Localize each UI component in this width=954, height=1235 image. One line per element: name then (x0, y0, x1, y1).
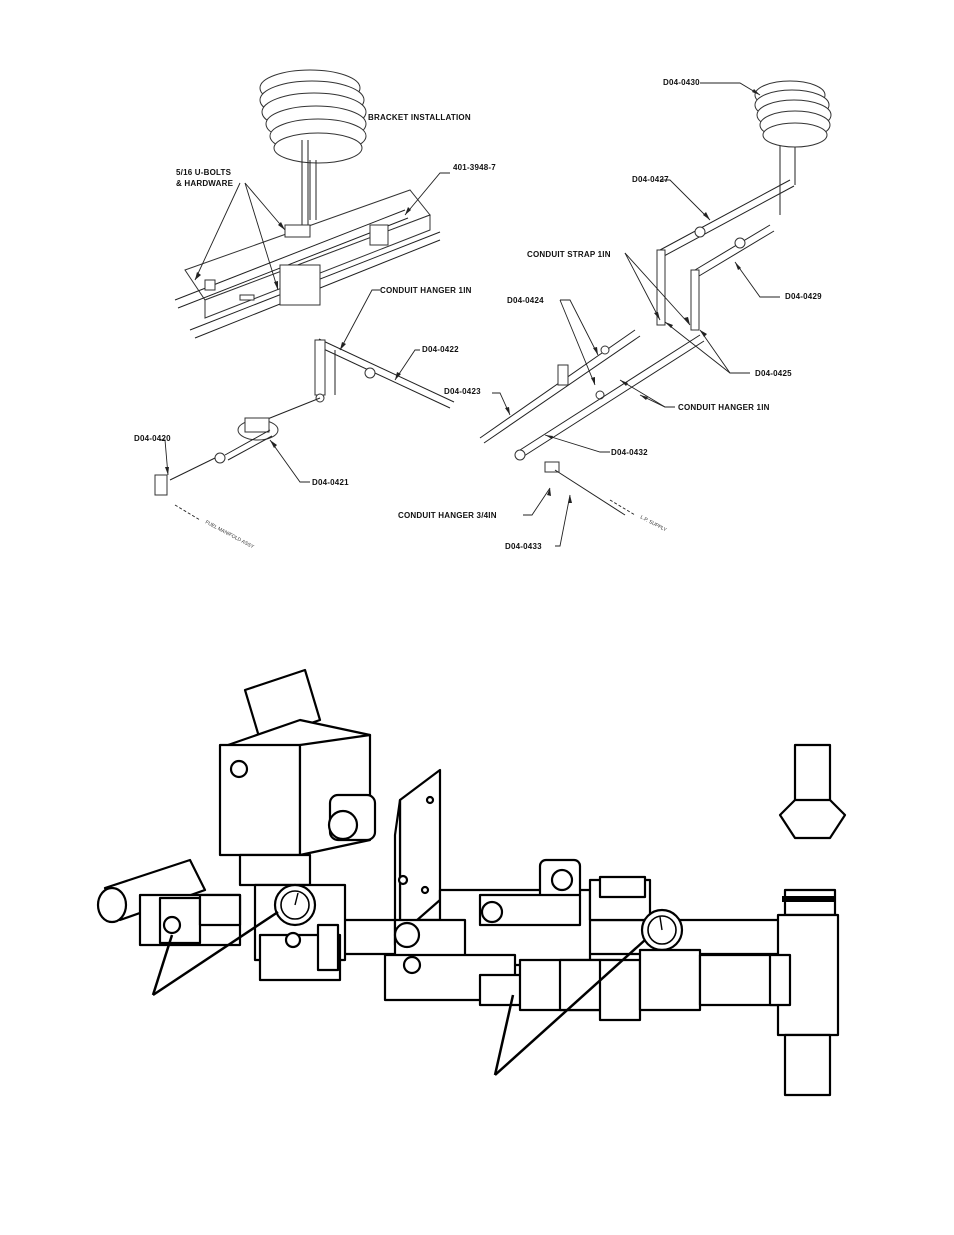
label-d04-0420: D04-0420 (134, 434, 171, 443)
top-exploded-diagram: BRACKET INSTALLATION 5/16 U-BOLTS & HARD… (134, 69, 832, 551)
leader-lines (160, 82, 780, 547)
label-conduit-hanger-1in-a: CONDUIT HANGER 1IN (380, 286, 472, 295)
conduit-run-center (479, 329, 705, 516)
mounting-plate (393, 768, 442, 947)
label-bracket-installation: BRACKET INSTALLATION (368, 113, 471, 122)
label-d04-0429: D04-0429 (785, 292, 822, 301)
label-conduit-strap-1in: CONDUIT STRAP 1IN (527, 250, 611, 259)
label-401-3948-7: 401-3948-7 (453, 163, 496, 172)
label-conduit-hanger-3-4in: CONDUIT HANGER 3/4IN (398, 511, 497, 520)
label-d04-0421: D04-0421 (312, 478, 349, 487)
regulator-cluster (383, 858, 652, 1022)
label-fuel-manifold-note: FUEL MANIFOLD ASSY (204, 519, 255, 550)
left-coil (259, 69, 367, 268)
right-tee (768, 743, 847, 1097)
label-lp-supply-note: L.P. SUPPLY (639, 514, 668, 533)
label-u-bolts-line1: 5/16 U-BOLTS (176, 168, 232, 177)
label-d04-0433: D04-0433 (505, 542, 542, 551)
solenoid-valve (218, 668, 377, 982)
right-riser (656, 145, 796, 331)
label-d04-0430: D04-0430 (663, 78, 700, 87)
label-d04-0427: D04-0427 (632, 175, 669, 184)
label-u-bolts-line2: & HARDWARE (176, 179, 234, 188)
conduit-run-left (264, 338, 455, 421)
arrowheads (165, 89, 760, 503)
label-d04-0422: D04-0422 (422, 345, 459, 354)
bottom-valve-illustration (96, 668, 847, 1097)
mounting-bracket (174, 189, 441, 339)
regulator (154, 417, 279, 496)
label-conduit-hanger-1in-b: CONDUIT HANGER 1IN (678, 403, 770, 412)
label-d04-0432: D04-0432 (611, 448, 648, 457)
gauge-callouts (151, 910, 646, 1076)
label-d04-0425: D04-0425 (755, 369, 792, 378)
left-inlet (96, 858, 242, 947)
right-gauge-assembly (638, 908, 782, 1012)
right-coil (754, 80, 832, 148)
label-d04-0424: D04-0424 (507, 296, 544, 305)
label-d04-0423: D04-0423 (444, 387, 481, 396)
